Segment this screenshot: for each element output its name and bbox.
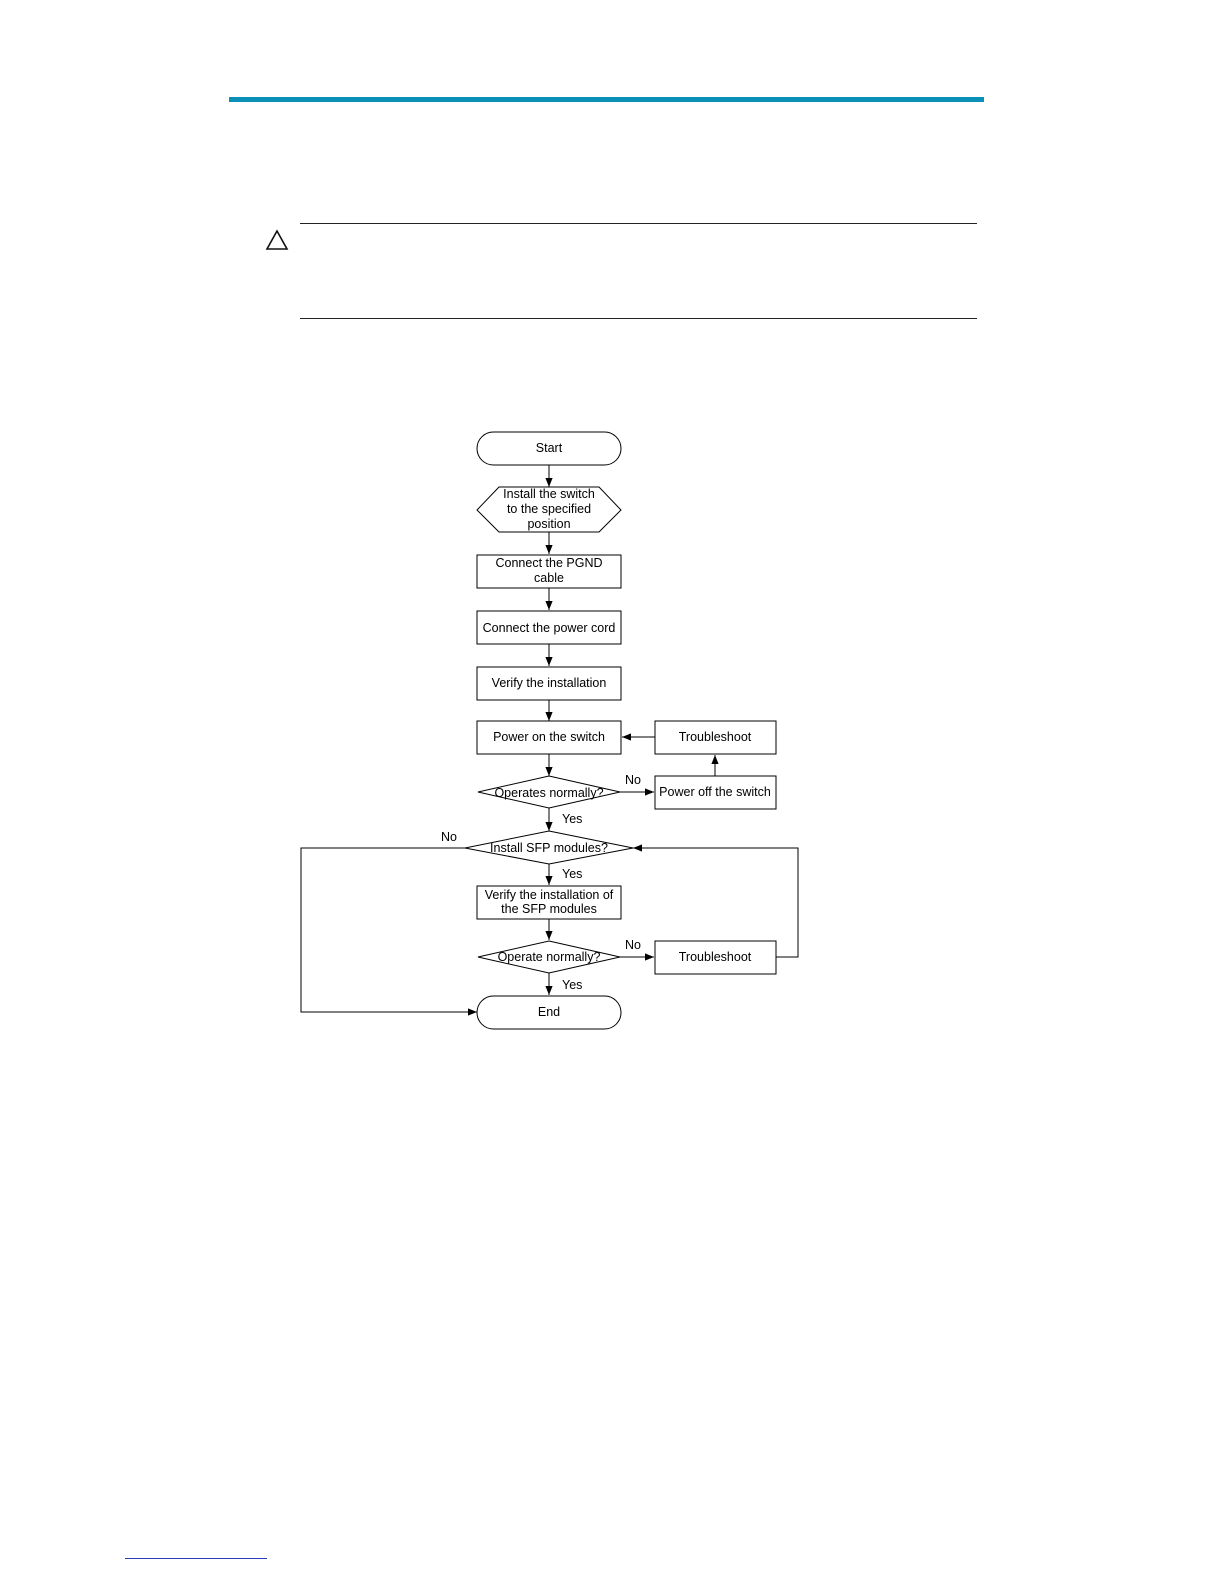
- node-connect-pgnd-line1: Connect the PGND: [496, 556, 603, 570]
- node-troubleshoot-1: Troubleshoot: [654, 720, 777, 755]
- branch-label-no-1: No: [625, 773, 641, 787]
- node-connect-pgnd: Connect the PGND cable: [476, 554, 622, 589]
- node-power-off: Power off the switch: [654, 775, 777, 810]
- node-install-sfp: Install SFP modules?: [464, 830, 634, 865]
- node-install-switch-line2: to the specified: [507, 502, 591, 516]
- node-operate-normally: Operate normally?: [477, 940, 621, 974]
- node-verify-sfp: Verify the installation of the SFP modul…: [476, 885, 622, 920]
- node-start: Start: [476, 431, 622, 466]
- header-accent-rule: [229, 97, 984, 102]
- node-operates-normally: Operates normally?: [477, 775, 621, 809]
- node-end: End: [476, 995, 622, 1030]
- arrow-troubleshoot2-loop-to-sfp: [633, 844, 799, 958]
- branch-label-yes-3: Yes: [562, 978, 582, 992]
- node-install-switch-line3: position: [527, 517, 570, 531]
- warning-triangle-icon: [265, 229, 289, 250]
- flow-connectors: [300, 465, 799, 1016]
- node-operates-normally-label: Operates normally?: [494, 786, 603, 800]
- caution-bottom-rule: [300, 318, 977, 319]
- node-verify-sfp-line1: Verify the installation of: [485, 888, 614, 902]
- node-troubleshoot-1-label: Troubleshoot: [679, 730, 752, 744]
- caution-top-rule: [300, 223, 977, 224]
- node-connect-power-label: Connect the power cord: [483, 621, 616, 635]
- node-install-switch: Install the switch to the specified posi…: [476, 486, 622, 533]
- node-end-label: End: [538, 1005, 560, 1019]
- node-connect-pgnd-line2: cable: [534, 571, 564, 585]
- node-verify-installation: Verify the installation: [476, 666, 622, 701]
- node-install-switch-line1: Install the switch: [503, 487, 595, 501]
- node-power-on-label: Power on the switch: [493, 730, 605, 744]
- node-troubleshoot-2-label: Troubleshoot: [679, 950, 752, 964]
- branch-label-no-2: No: [441, 830, 457, 844]
- node-power-on: Power on the switch: [476, 720, 622, 755]
- node-verify-sfp-line2: the SFP modules: [501, 902, 597, 916]
- node-troubleshoot-2: Troubleshoot: [654, 940, 777, 975]
- branch-label-yes-2: Yes: [562, 867, 582, 881]
- node-power-off-label: Power off the switch: [659, 785, 771, 799]
- installation-flowchart: Start Install the switch to the specifie…: [300, 431, 799, 1030]
- branch-label-yes-1: Yes: [562, 812, 582, 826]
- branch-label-no-3: No: [625, 938, 641, 952]
- footer-link-rule: [125, 1558, 267, 1559]
- node-install-sfp-label: Install SFP modules?: [490, 841, 608, 855]
- node-start-label: Start: [536, 441, 563, 455]
- node-connect-power: Connect the power cord: [476, 610, 622, 645]
- node-operate-normally-label: Operate normally?: [498, 950, 601, 964]
- node-verify-installation-label: Verify the installation: [492, 676, 607, 690]
- arrow-sfp-no-to-end: [300, 847, 477, 1016]
